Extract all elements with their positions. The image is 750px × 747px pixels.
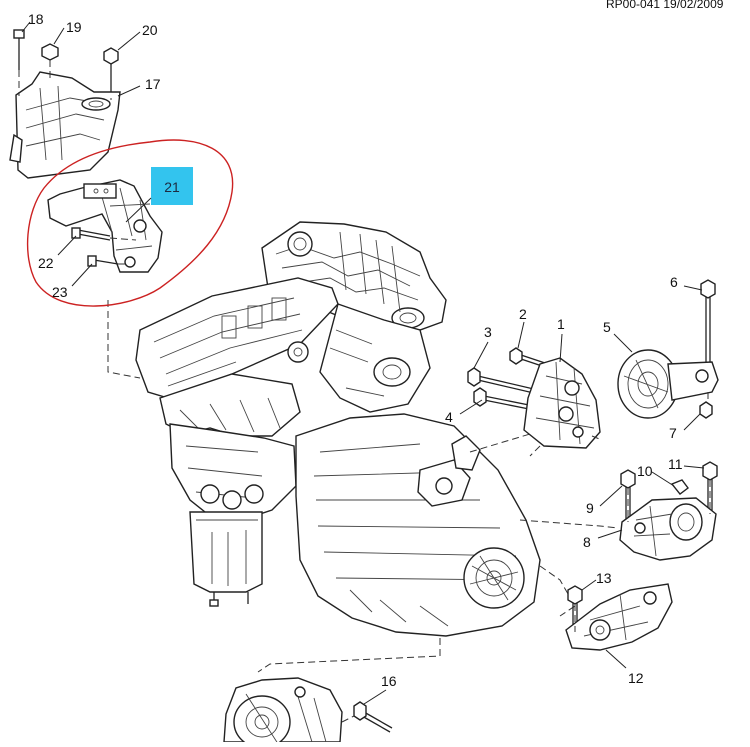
highlight-label-box <box>151 167 193 205</box>
callout-19: 19 <box>66 19 82 35</box>
callout-9: 9 <box>586 500 594 516</box>
callout-13: 13 <box>596 570 612 586</box>
right-upper-mount-assembly <box>467 279 719 457</box>
callout-8: 8 <box>583 534 591 550</box>
reference-code: RP00-041 19/02/2009 <box>606 0 724 11</box>
engine-block <box>135 221 447 607</box>
callout-11: 11 <box>668 456 683 472</box>
bottom-mount-assembly <box>223 677 393 747</box>
callout-2: 2 <box>519 306 527 322</box>
right-middle-mount-assembly <box>619 461 718 561</box>
callout-21: 21 <box>164 179 180 195</box>
callout-6: 6 <box>670 274 678 290</box>
callout-numbers: 18 19 20 17 22 23 1 2 3 4 5 6 7 8 9 10 1… <box>28 11 683 689</box>
callout-22: 22 <box>38 255 54 271</box>
top-left-mount-assembly <box>9 29 121 179</box>
callout-7: 7 <box>669 425 677 441</box>
callout-23: 23 <box>52 284 68 300</box>
highlight-circle <box>26 139 234 307</box>
callout-16: 16 <box>381 673 397 689</box>
callout-4: 4 <box>445 409 453 425</box>
engine-bracket-assembly <box>47 179 163 273</box>
callout-20: 20 <box>142 22 158 38</box>
callout-1: 1 <box>557 316 565 332</box>
callout-5: 5 <box>603 319 611 335</box>
callout-3: 3 <box>484 324 492 340</box>
right-lower-bracket-assembly <box>565 583 673 651</box>
callout-12: 12 <box>628 670 644 686</box>
callout-18: 18 <box>28 11 44 27</box>
leader-lines <box>21 21 705 705</box>
transmission <box>295 413 541 637</box>
callout-10: 10 <box>637 463 653 479</box>
callout-17: 17 <box>145 76 161 92</box>
